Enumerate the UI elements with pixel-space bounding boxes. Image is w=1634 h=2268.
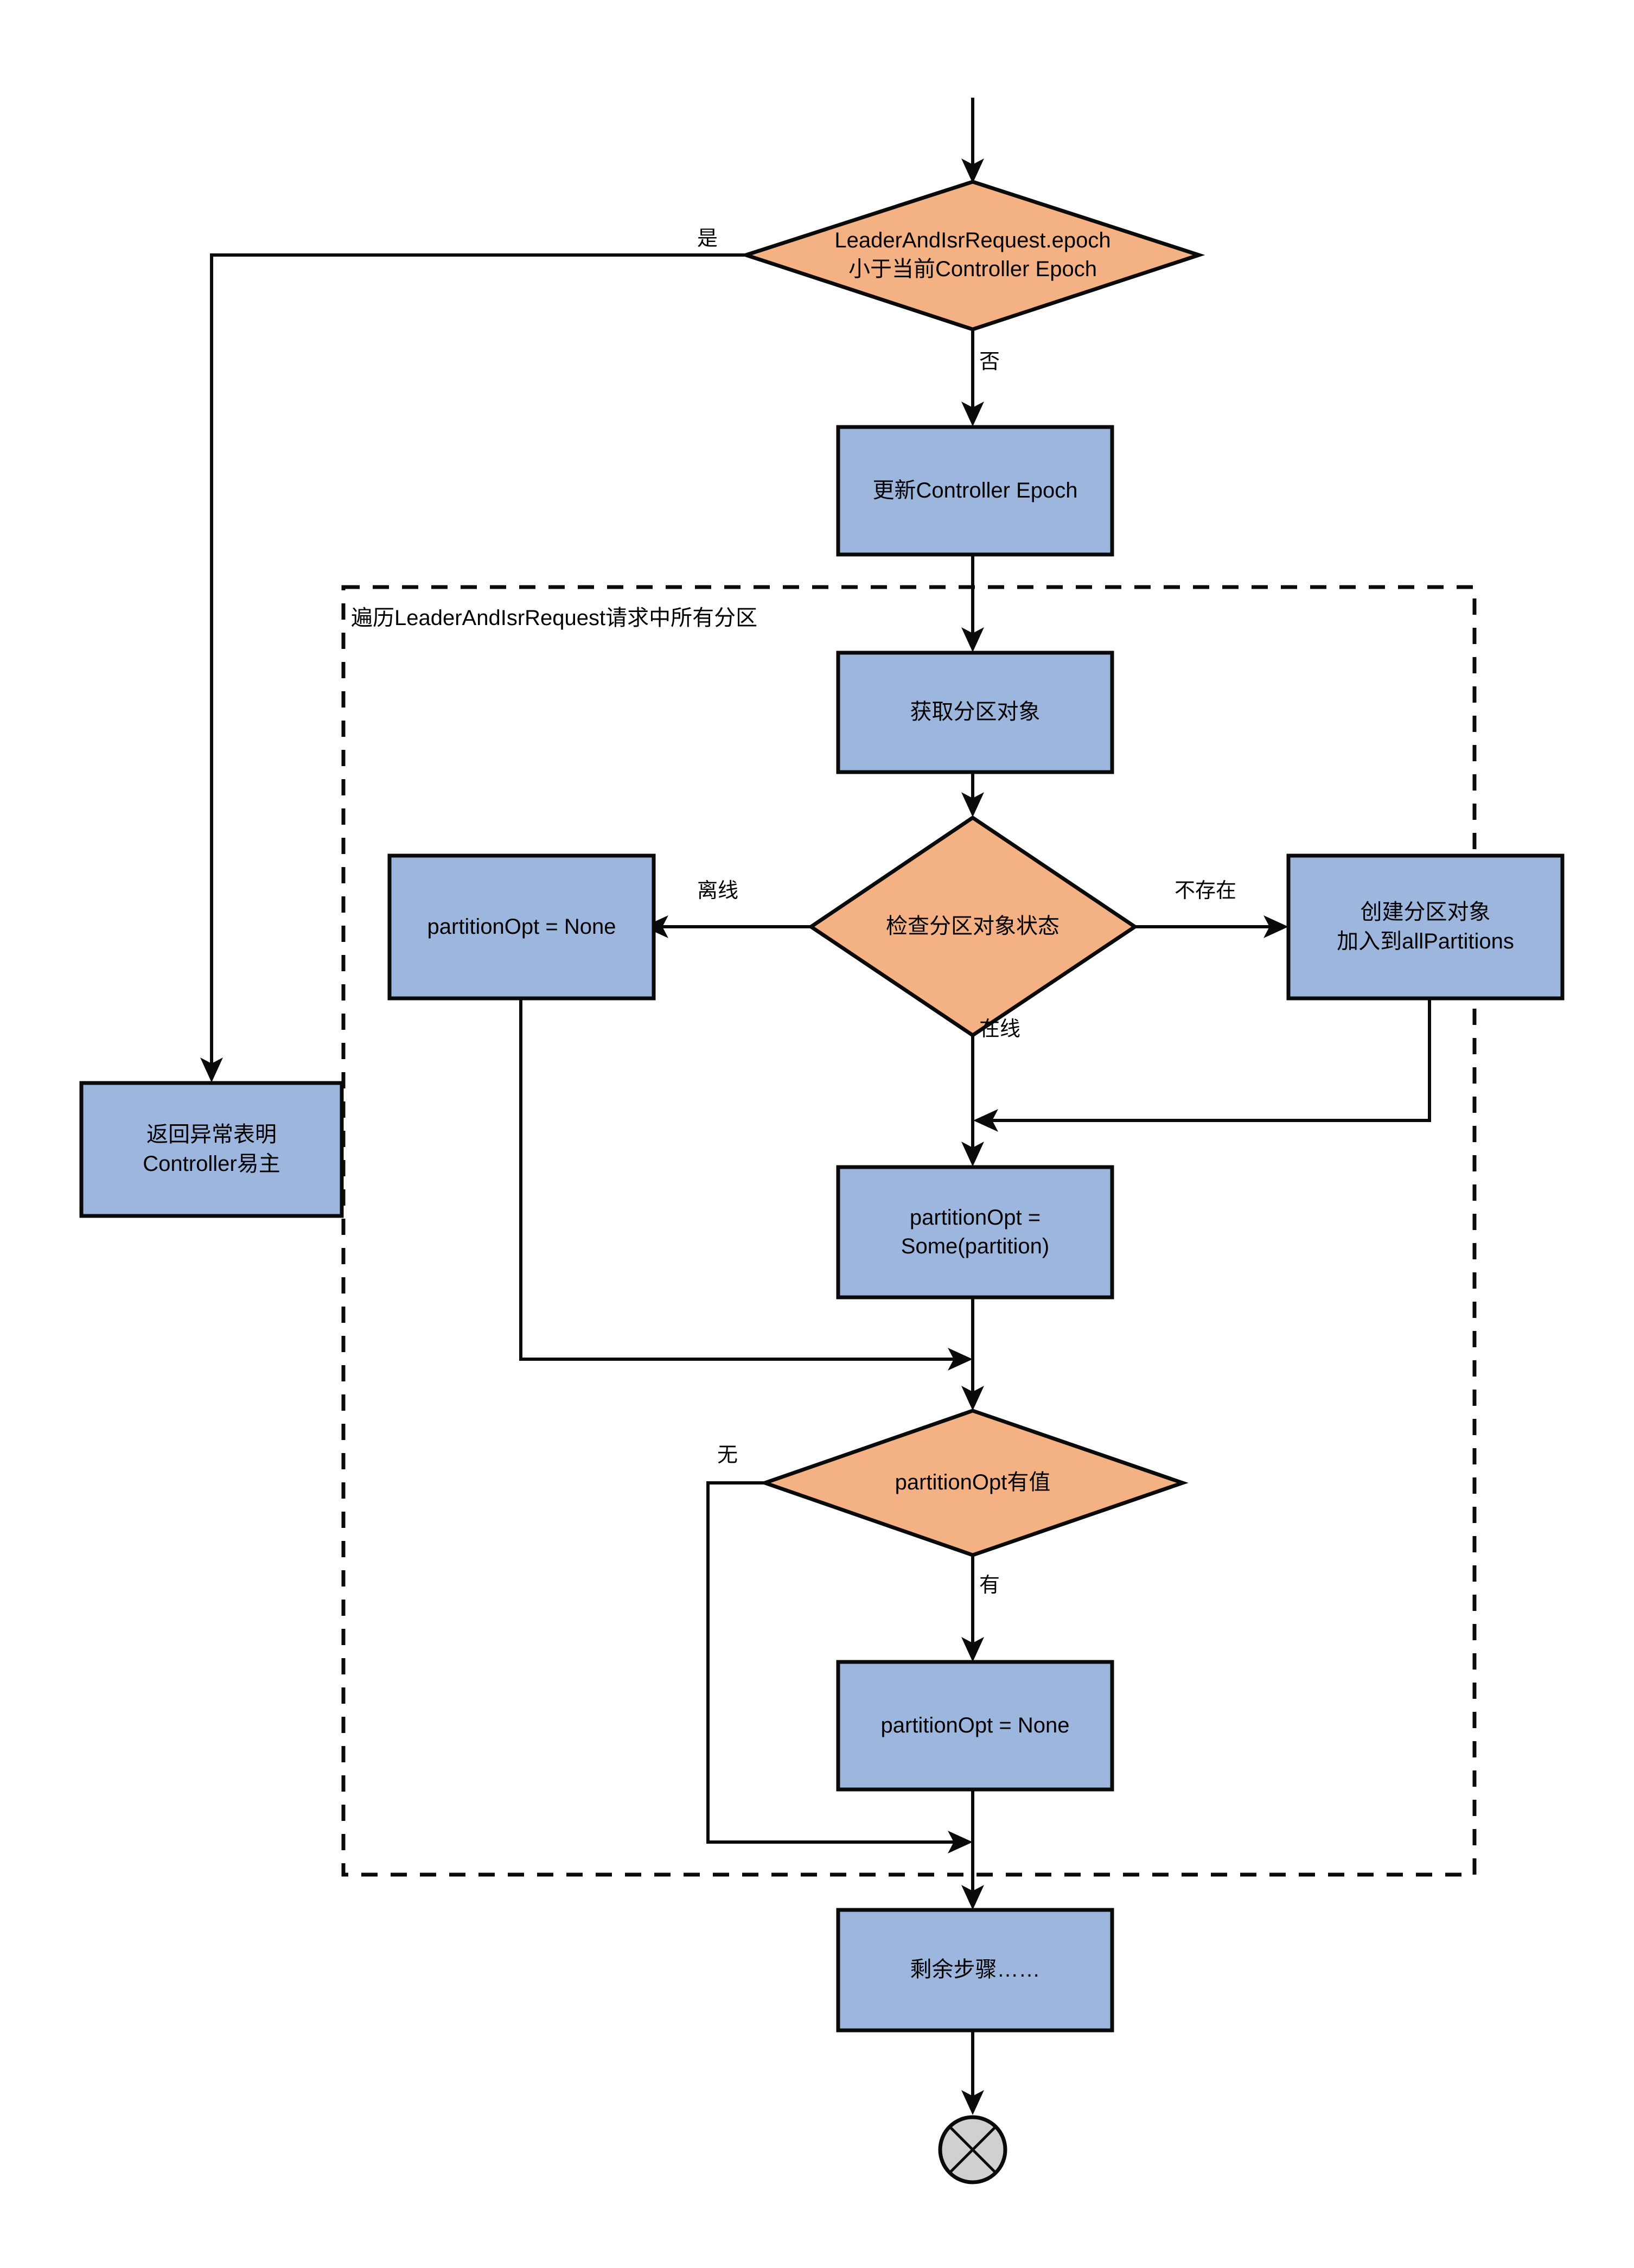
loop-container-label: 遍历LeaderAndIsrRequest请求中所有分区 xyxy=(351,606,758,630)
edge-epoch-no xyxy=(961,329,984,426)
edge-epoch-yes xyxy=(200,253,746,1082)
circle-x-end-icon[interactable] xyxy=(938,2115,1007,2184)
node-partition-opt-none-offline[interactable] xyxy=(387,853,656,1001)
node-update-epoch[interactable] xyxy=(836,425,1114,557)
node-remaining-steps[interactable] xyxy=(836,1908,1114,2033)
edge-state-not-exist xyxy=(1135,915,1288,938)
edge-reset-to-remaining xyxy=(961,1789,984,1910)
edge-label-opt-none: 无 xyxy=(717,1444,738,1467)
edge-label-opt-has: 有 xyxy=(979,1574,1000,1597)
node-create-partition[interactable] xyxy=(1286,853,1565,1001)
edge-some-to-decision xyxy=(961,1297,984,1411)
edge-remaining-to-end xyxy=(961,2031,984,2115)
edge-offline-none-merge xyxy=(519,998,973,1371)
edge-label-state-offline: 离线 xyxy=(697,880,739,902)
node-get-partition[interactable] xyxy=(836,651,1114,774)
node-decision-partition-opt-has-value[interactable] xyxy=(759,1409,1189,1557)
edge-label-epoch-no: 否 xyxy=(979,351,1000,373)
edge-update-to-get xyxy=(961,555,984,652)
edge-entry xyxy=(961,98,984,183)
node-return-exception[interactable] xyxy=(79,1081,344,1218)
node-partition-opt-none-reset[interactable] xyxy=(836,1660,1114,1792)
edge-label-state-not-exist: 不存在 xyxy=(1175,880,1237,902)
edge-opt-none xyxy=(706,1481,973,1853)
edge-state-offline xyxy=(643,915,811,938)
edge-get-to-check xyxy=(961,772,984,817)
node-decision-epoch[interactable] xyxy=(739,180,1205,332)
edge-opt-has xyxy=(961,1555,984,1662)
node-partition-opt-some[interactable] xyxy=(836,1165,1114,1299)
loop-container-border xyxy=(341,585,1477,1877)
node-check-partition-state[interactable] xyxy=(807,815,1139,1038)
edge-label-epoch-yes: 是 xyxy=(697,227,718,250)
edge-label-state-online: 在线 xyxy=(979,1018,1021,1041)
edge-create-merge xyxy=(973,998,1431,1132)
